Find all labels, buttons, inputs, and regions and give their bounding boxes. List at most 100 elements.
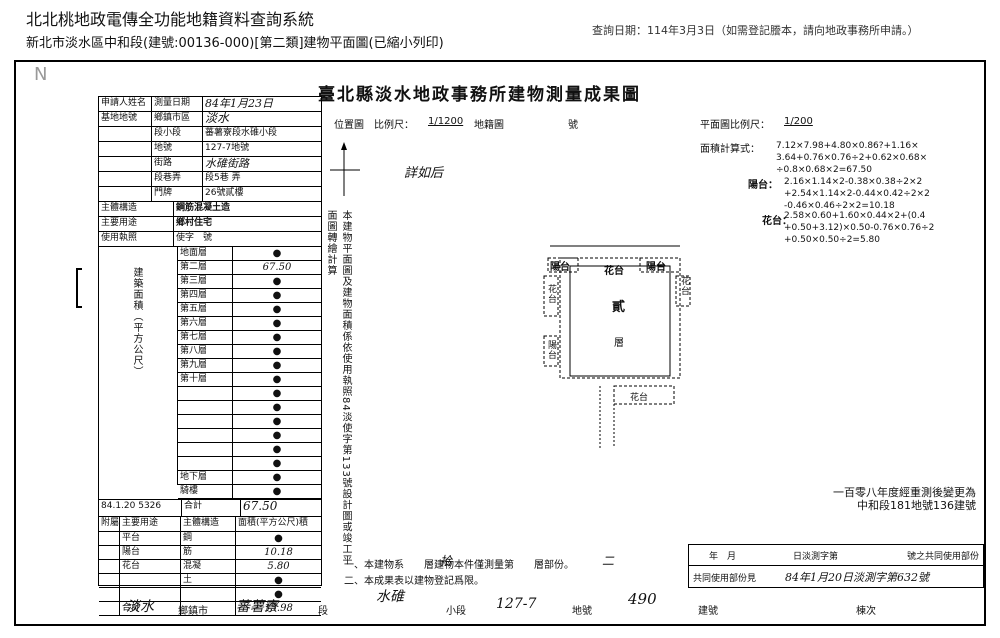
usage-label: 主要用途 xyxy=(99,217,174,231)
north-mark: N xyxy=(34,64,48,85)
note-1: 一、本建物系 層建物本件僅測量第 層部份。 xyxy=(344,560,574,571)
stamp-box: 年 月 日淡測字第 號之共同使用部份 共同使用部份見 84年1月20日淡測字第6… xyxy=(688,544,984,588)
floor-area: ● xyxy=(272,276,282,287)
attach-header-area: 面積(平方公尺)積 xyxy=(238,518,309,528)
garden-label: 花台： xyxy=(762,216,792,227)
attach-header-struct: 主體構造 xyxy=(181,517,236,531)
floor-row: 地面層 ● xyxy=(178,247,321,261)
section-label: 段小段 xyxy=(152,127,203,141)
floor-row: ● xyxy=(178,401,321,415)
total-value: 67.50 xyxy=(243,500,278,513)
bottom-line: 淡水 鄉鎮市 蕃薯寮 段 水碓 小段 127-7 地號 490 建號 棟次 xyxy=(96,589,976,620)
note-2: 二、本成果表以建物登記爲限。 xyxy=(344,576,484,587)
floor-name: 第三層 xyxy=(178,275,233,288)
building-form: 申請人姓名 測量日期 84年1月23日 基地地號 鄉鎮市區 淡水 段小段 蕃薯寮… xyxy=(98,96,322,616)
attach-area: ● xyxy=(274,575,283,586)
floor-row: 騎樓● xyxy=(178,485,321,499)
floor-row: 第六層 ● xyxy=(178,317,321,331)
attach-use: 陽台 xyxy=(120,546,181,559)
attach-row: 土● xyxy=(99,574,321,588)
attach-struct xyxy=(181,602,236,615)
location-line: 新北市淡水區中和段(建號:00136-000)[第二類]建物平面圖(已縮小列印) xyxy=(26,36,444,51)
plan-room-3: 陽台 xyxy=(646,262,666,273)
door-value: 26號貳樓 xyxy=(205,188,244,198)
base-label: 基地地號 xyxy=(99,112,152,126)
floor-row: ● xyxy=(178,387,321,401)
floor-plan xyxy=(543,245,691,448)
stamp-common: 號之共同使用部份 xyxy=(906,551,979,562)
bottom-building-suffix: 建號 xyxy=(698,606,718,617)
floor-area: ● xyxy=(272,430,282,441)
bottom-section: 蕃薯寮 xyxy=(236,599,278,615)
total-label: 合計 xyxy=(182,500,241,516)
structure-value: 鋼筋混凝土造 xyxy=(176,203,231,213)
note-1-fill-2: 二 xyxy=(602,554,615,568)
floor-area: ● xyxy=(272,248,282,259)
floor-name xyxy=(178,443,233,456)
floor-area: ● xyxy=(272,304,282,315)
floor-name xyxy=(178,415,233,428)
floor-area: ● xyxy=(272,444,282,455)
floor-row: 第五層● xyxy=(178,303,321,317)
town-value: 淡水 xyxy=(205,112,230,125)
survey-date: 84年1月23日 xyxy=(205,97,273,110)
bottom-town: 淡水 xyxy=(126,599,154,615)
plan-room-9: 陽台 xyxy=(546,340,556,360)
document-frame xyxy=(14,60,986,626)
bottom-subsection: 水碓 xyxy=(376,589,404,605)
license-label: 使用執照 xyxy=(99,232,174,246)
parcel-value: 127-7地號 xyxy=(205,143,250,153)
town-label: 鄉鎮市區 xyxy=(152,112,203,126)
area-section-label: 建築面積（平方公尺） xyxy=(131,267,142,377)
floor-area: 67.50 xyxy=(262,262,292,273)
floor-name: 地面層 xyxy=(178,247,233,260)
floor-area: ● xyxy=(272,290,282,301)
stamp-row-value: 84年1月20日淡測字第632號 xyxy=(785,571,929,584)
floor-name: 第十層 xyxy=(178,373,233,386)
floor-name: 第四層 xyxy=(178,289,233,302)
plan-room-6: 花台 xyxy=(546,284,556,304)
usage-value: 鄉村住宅 xyxy=(176,218,213,228)
floor-row: ● xyxy=(178,415,321,429)
floor-name xyxy=(178,401,233,414)
plan-room-1: 陽台 xyxy=(550,262,570,273)
attach-area: ● xyxy=(274,533,283,544)
floor-row: 第四層 ● xyxy=(178,289,321,303)
floor-area: ● xyxy=(272,346,282,357)
note-1-fill-1: 拾 xyxy=(440,554,453,568)
floor-row: ● xyxy=(178,443,321,457)
attach-row: 平台鋼● xyxy=(99,532,321,546)
floor-area: ● xyxy=(272,318,282,329)
document-title: 臺北縣淡水地政事務所建物測量成果圖 xyxy=(318,85,641,105)
street-label: 街路 xyxy=(152,157,203,171)
attach-struct: 筋 xyxy=(181,546,236,559)
plan-room-8: 花台 xyxy=(630,393,649,403)
attach-area: ● xyxy=(274,589,283,600)
area-calc-label: 面積計算式： xyxy=(700,144,760,155)
bottom-order-suffix: 棟次 xyxy=(856,606,876,617)
floor-row: 第七層● xyxy=(178,331,321,345)
floor-name xyxy=(178,457,233,470)
request-no: 84.1.20 5326 xyxy=(99,500,182,516)
floor-name xyxy=(178,429,233,442)
floor-row: 第十層 ● xyxy=(178,373,321,387)
attach-use: 合計 xyxy=(120,602,181,615)
floor-area: ● xyxy=(272,374,282,385)
attach-area: 15.98 xyxy=(264,603,293,614)
floor-area: ● xyxy=(272,332,282,343)
floor-row: 地下層● xyxy=(178,471,321,485)
survey-date-label: 測量日期 xyxy=(152,97,203,111)
system-title: 北北桃地政電傳全功能地籍資料查詢系統 xyxy=(26,10,315,29)
stamp-row-label: 共同使用部份見 xyxy=(693,573,757,584)
stamp-date: 年 月 xyxy=(709,551,737,562)
bottom-subsection-suffix: 小段 xyxy=(446,606,466,617)
floor-area: ● xyxy=(272,388,282,399)
plan-room-5: 層 xyxy=(614,338,624,349)
bottom-parcel: 127-7 xyxy=(496,596,537,612)
floor-row: ● xyxy=(178,457,321,471)
floor-row: ● xyxy=(178,429,321,443)
floor-name: 第六層 xyxy=(178,317,233,330)
floor-name: 第八層 xyxy=(178,345,233,358)
